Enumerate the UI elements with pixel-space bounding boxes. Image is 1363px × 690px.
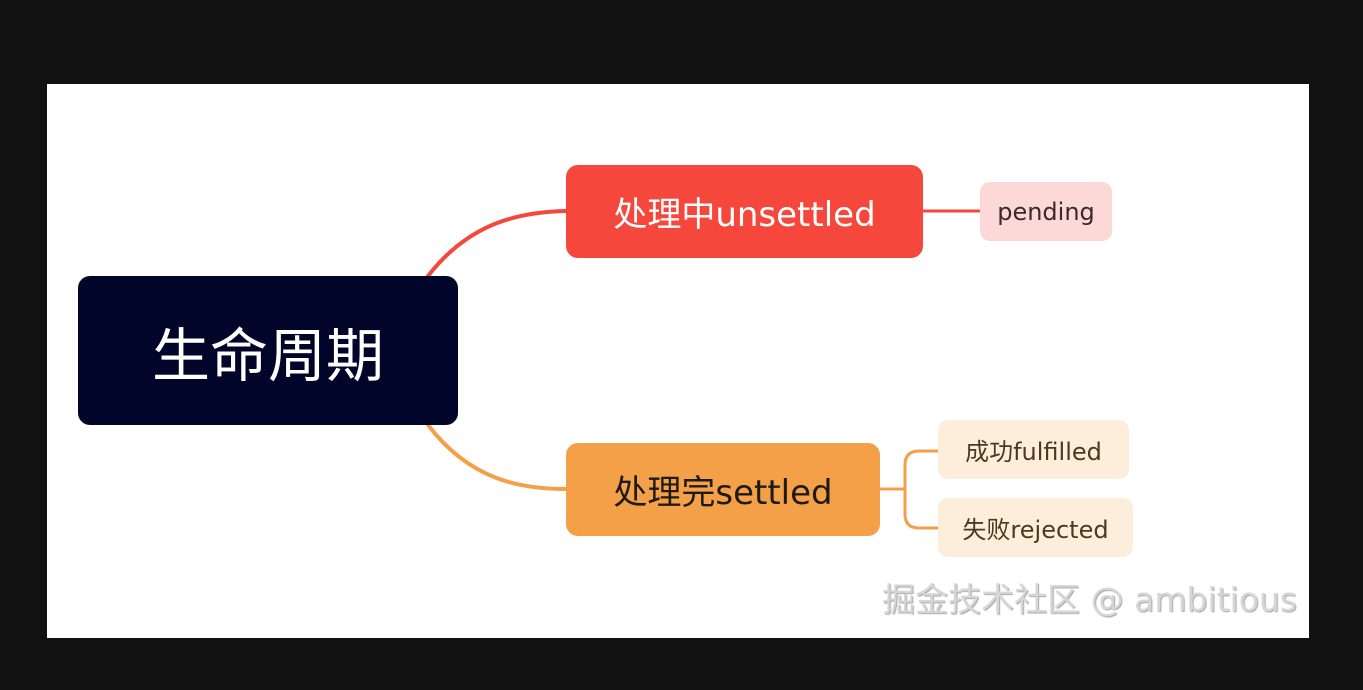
watermark-text: 掘金技术社区 @ ambitious — [882, 580, 1297, 619]
leaf-node-label: pending — [997, 197, 1095, 226]
leaf-node-label: 成功fulfilled — [965, 438, 1102, 466]
root-node-lifecycle: 生命周期 — [78, 276, 458, 425]
branch-node-label: 处理完settled — [613, 473, 833, 513]
branch-node-settled: 处理完settled — [566, 443, 880, 536]
leaf-node-label: 失败rejected — [962, 516, 1109, 544]
leaf-node-pending: pending — [980, 182, 1112, 241]
leaf-node-fulfilled: 成功fulfilled — [938, 420, 1129, 479]
watermark: 掘金技术社区 @ ambitious — [827, 574, 1297, 620]
branch-node-unsettled: 处理中unsettled — [566, 165, 923, 258]
root-node-label: 生命周期 — [151, 321, 384, 390]
leaf-node-rejected: 失败rejected — [938, 498, 1133, 557]
branch-node-label: 处理中unsettled — [613, 195, 876, 235]
